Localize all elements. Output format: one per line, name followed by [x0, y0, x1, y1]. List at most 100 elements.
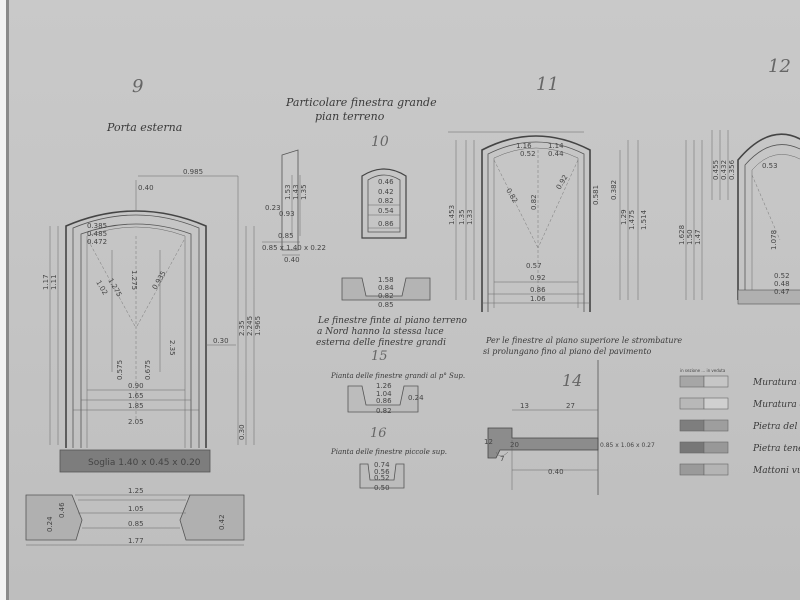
dim: 1.53 — [284, 184, 292, 200]
dim: 0.57 — [526, 262, 542, 270]
dim: 0.356 — [728, 159, 736, 180]
dim: 0.46 — [378, 178, 394, 186]
dim: 1.275 — [130, 270, 138, 290]
legend-label: Mattoni vuo — [752, 466, 800, 476]
dim: 0.86 — [378, 220, 394, 228]
dim: 0.82 — [504, 187, 519, 205]
dim: 1.29 — [620, 209, 628, 225]
dim: 0.30 — [213, 337, 229, 345]
dim: 0.90 — [128, 382, 144, 390]
dim: 0.82 — [378, 197, 394, 205]
legend-swatch-view — [703, 463, 729, 476]
dim: 0.935 — [151, 270, 168, 291]
dim: 0.54 — [378, 207, 394, 215]
dim: 0.85 — [128, 520, 144, 528]
legend-label: Muratura de — [752, 378, 800, 388]
legend-swatch-section — [679, 419, 705, 432]
dim: 0.24 — [408, 394, 424, 402]
dim: 27 — [566, 402, 575, 410]
dim: 0.581 — [592, 185, 600, 205]
dim: 0.52 — [774, 272, 790, 280]
dim: 1.77 — [128, 537, 144, 545]
dim: 1.453 — [448, 205, 456, 225]
dim: 1.514 — [640, 209, 648, 230]
detail-10-header-line2: pian terreno — [315, 110, 385, 123]
dim: 0.56 — [374, 468, 390, 476]
dim: 1.275 — [106, 277, 123, 298]
dim: 0.52 — [374, 474, 390, 482]
detail-number-10: 10 — [371, 134, 389, 150]
dim: 1.475 — [628, 210, 636, 230]
detail-number-11: 11 — [536, 74, 559, 95]
legend-swatch-view — [703, 441, 729, 454]
dim: 0.50 — [374, 484, 390, 492]
dim: 1.26 — [376, 382, 392, 390]
door-outer-frame — [65, 210, 207, 448]
dim: 1.35 — [458, 209, 466, 225]
dim: 2.245 — [246, 316, 254, 336]
dim: 1.05 — [128, 505, 144, 513]
dim: 0.40 — [548, 468, 564, 476]
legend-label: Pietra tenera — [752, 444, 800, 454]
dim: 0.42 — [218, 514, 226, 530]
dim: 0.92 — [530, 274, 546, 282]
dim: 0.385 — [87, 222, 107, 230]
legend-label: Muratura di — [752, 400, 800, 410]
dim: 0.40 — [284, 256, 300, 264]
dim: 0.985 — [183, 168, 203, 176]
paper-edge-shadow — [6, 0, 9, 600]
dim: 0.85 — [278, 232, 294, 240]
detail-9-title: Porta esterna — [106, 121, 182, 134]
small-window-plan — [341, 277, 431, 301]
detail-number-16: 16 — [370, 426, 387, 441]
dim: 1.17 — [42, 274, 50, 290]
dim: 1.628 — [678, 225, 686, 245]
note2-line1: Per le finestre al piano superiore le st… — [485, 336, 682, 345]
dim: 2.05 — [128, 418, 144, 426]
dim: 1.11 — [50, 274, 58, 290]
legend-item: Pietra tenera — [679, 441, 800, 454]
dim: 0.24 — [46, 516, 54, 532]
dim: 1.47 — [694, 229, 702, 245]
dim: 0.472 — [87, 238, 107, 246]
detail-10-header-line1: Particolare finestra grande — [285, 96, 437, 109]
detail-number-9: 9 — [132, 76, 143, 97]
legend-label: Pietra del N — [752, 422, 800, 432]
detail-number-12: 12 — [768, 56, 791, 77]
dim: 1.06 — [530, 295, 546, 303]
dim: 0.23 — [265, 204, 281, 212]
dim: 0.85 x 1.06 x 0.27 — [600, 442, 655, 449]
dim: 0.74 — [374, 461, 390, 469]
dim: 1.16 — [516, 142, 532, 150]
dim: 0.48 — [774, 280, 790, 288]
dim: 0.85 x 1.40 x 0.22 — [262, 244, 326, 252]
dim: 0.84 — [378, 284, 394, 292]
dim: 12 — [484, 438, 493, 446]
dim: 1.25 — [128, 487, 144, 495]
dim: 0.47 — [774, 288, 790, 296]
detail-15-title: Pianta delle finestre grandi al p° Sup. — [330, 372, 465, 380]
detail-10-finestra-grande: Particolare finestra grande pian terreno… — [262, 96, 437, 309]
dim: 0.44 — [548, 150, 564, 158]
detail-number-15: 15 — [371, 349, 388, 364]
sill-label: Soglia 1.40 x 0.45 x 0.20 — [88, 458, 201, 468]
detail-number-14: 14 — [562, 371, 582, 390]
legend-swatch-section — [679, 463, 705, 476]
legend-item: Pietra del N — [679, 419, 800, 432]
dim: 0.86 — [530, 286, 546, 294]
dim: 0.30 — [238, 424, 246, 440]
detail-12-finestra: 12 0.455 0.432 0.356 1.628 1.50 1.47 1.0… — [678, 56, 800, 305]
dim: 13 — [520, 402, 529, 410]
note2-line2: si prolungano fino al piano del paviment… — [483, 347, 652, 356]
dim: 0.46 — [58, 502, 66, 518]
legend-swatch-section — [679, 441, 705, 454]
dim: 1.50 — [686, 229, 694, 245]
dim: 2.35 — [168, 340, 176, 356]
materials-legend: in sezione ... in veduta Muratura deMura… — [679, 368, 800, 476]
dim: 0.455 — [712, 160, 720, 180]
legend-swatch-view — [703, 397, 729, 410]
dim: 0.40 — [138, 184, 154, 192]
dim: 0.93 — [279, 210, 295, 218]
dim: 0.82 — [530, 194, 538, 210]
